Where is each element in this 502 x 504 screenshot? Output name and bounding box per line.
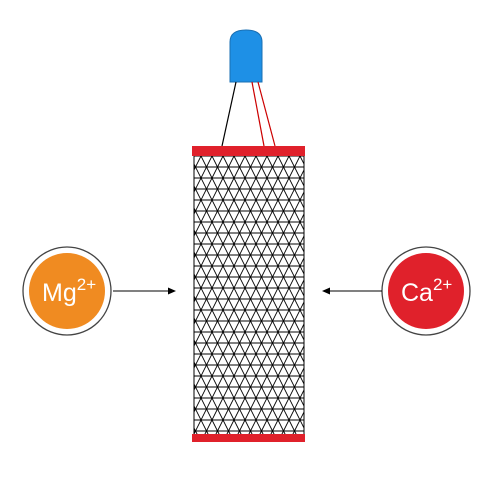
mesh-line	[487, 156, 502, 435]
mesh-line	[277, 156, 304, 210]
mg-charge: 2+	[77, 275, 96, 294]
mesh-line	[244, 156, 304, 276]
mesh-line	[194, 316, 253, 435]
wires	[221, 81, 276, 147]
mesh-line	[194, 168, 304, 392]
mesh-line	[194, 156, 268, 304]
mesh-line	[194, 156, 224, 216]
ca-symbol: Ca	[401, 279, 433, 307]
mesh-line	[270, 366, 304, 435]
ca-ion: Ca2+	[381, 246, 471, 336]
mesh-line	[194, 162, 304, 386]
mesh-line	[465, 156, 502, 435]
mesh-line	[226, 278, 304, 435]
bottom-cap	[192, 434, 305, 442]
lamp-icon	[229, 29, 263, 83]
mesh-line	[194, 338, 242, 435]
mesh-line	[237, 300, 304, 435]
mesh-line	[194, 382, 220, 435]
mesh-line	[194, 294, 264, 435]
wire-red-1	[251, 81, 265, 147]
mesh-line	[0, 156, 14, 435]
mesh-line	[194, 156, 301, 370]
mesh-line	[204, 234, 304, 435]
mesh-line	[194, 156, 257, 282]
mesh-line	[248, 322, 304, 435]
bulb	[229, 29, 263, 83]
mesh-cylinder	[0, 146, 502, 442]
mesh-line	[194, 272, 275, 435]
mesh-line	[194, 156, 235, 238]
mg-symbol: Mg	[42, 279, 77, 307]
mg-ion-fill	[29, 253, 105, 329]
mesh-line	[0, 156, 3, 435]
mesh-line	[211, 156, 304, 342]
mesh-line	[200, 156, 304, 364]
mesh-line	[222, 156, 304, 320]
mesh-line	[194, 212, 304, 435]
mesh-line	[266, 156, 304, 232]
ca-ion-fill	[388, 253, 464, 329]
wire-red-2	[257, 81, 276, 147]
mesh-line	[0, 156, 25, 435]
mesh-line	[255, 156, 304, 254]
mesh-line	[194, 156, 246, 260]
mesh-line	[194, 190, 304, 414]
arrow-left-icon	[322, 287, 382, 295]
svg-text:Ca2+: Ca2+	[401, 275, 452, 307]
mesh-line	[194, 228, 297, 435]
wire-black	[221, 81, 237, 147]
arrow-right-icon	[113, 287, 176, 295]
mesh-line	[194, 250, 286, 435]
mg-ion: Mg2+	[22, 246, 112, 336]
mesh-line	[194, 184, 304, 408]
top-cap	[192, 146, 305, 156]
mesh-line	[194, 156, 290, 348]
mesh-line	[259, 344, 304, 435]
ca-charge: 2+	[433, 275, 452, 294]
svg-text:Mg2+: Mg2+	[42, 275, 96, 307]
mesh-line	[498, 156, 502, 435]
mesh-line	[215, 256, 304, 435]
mesh-line	[476, 156, 502, 435]
mesh-line	[194, 360, 231, 435]
mesh-line	[194, 206, 304, 430]
mesh-line	[194, 156, 279, 326]
